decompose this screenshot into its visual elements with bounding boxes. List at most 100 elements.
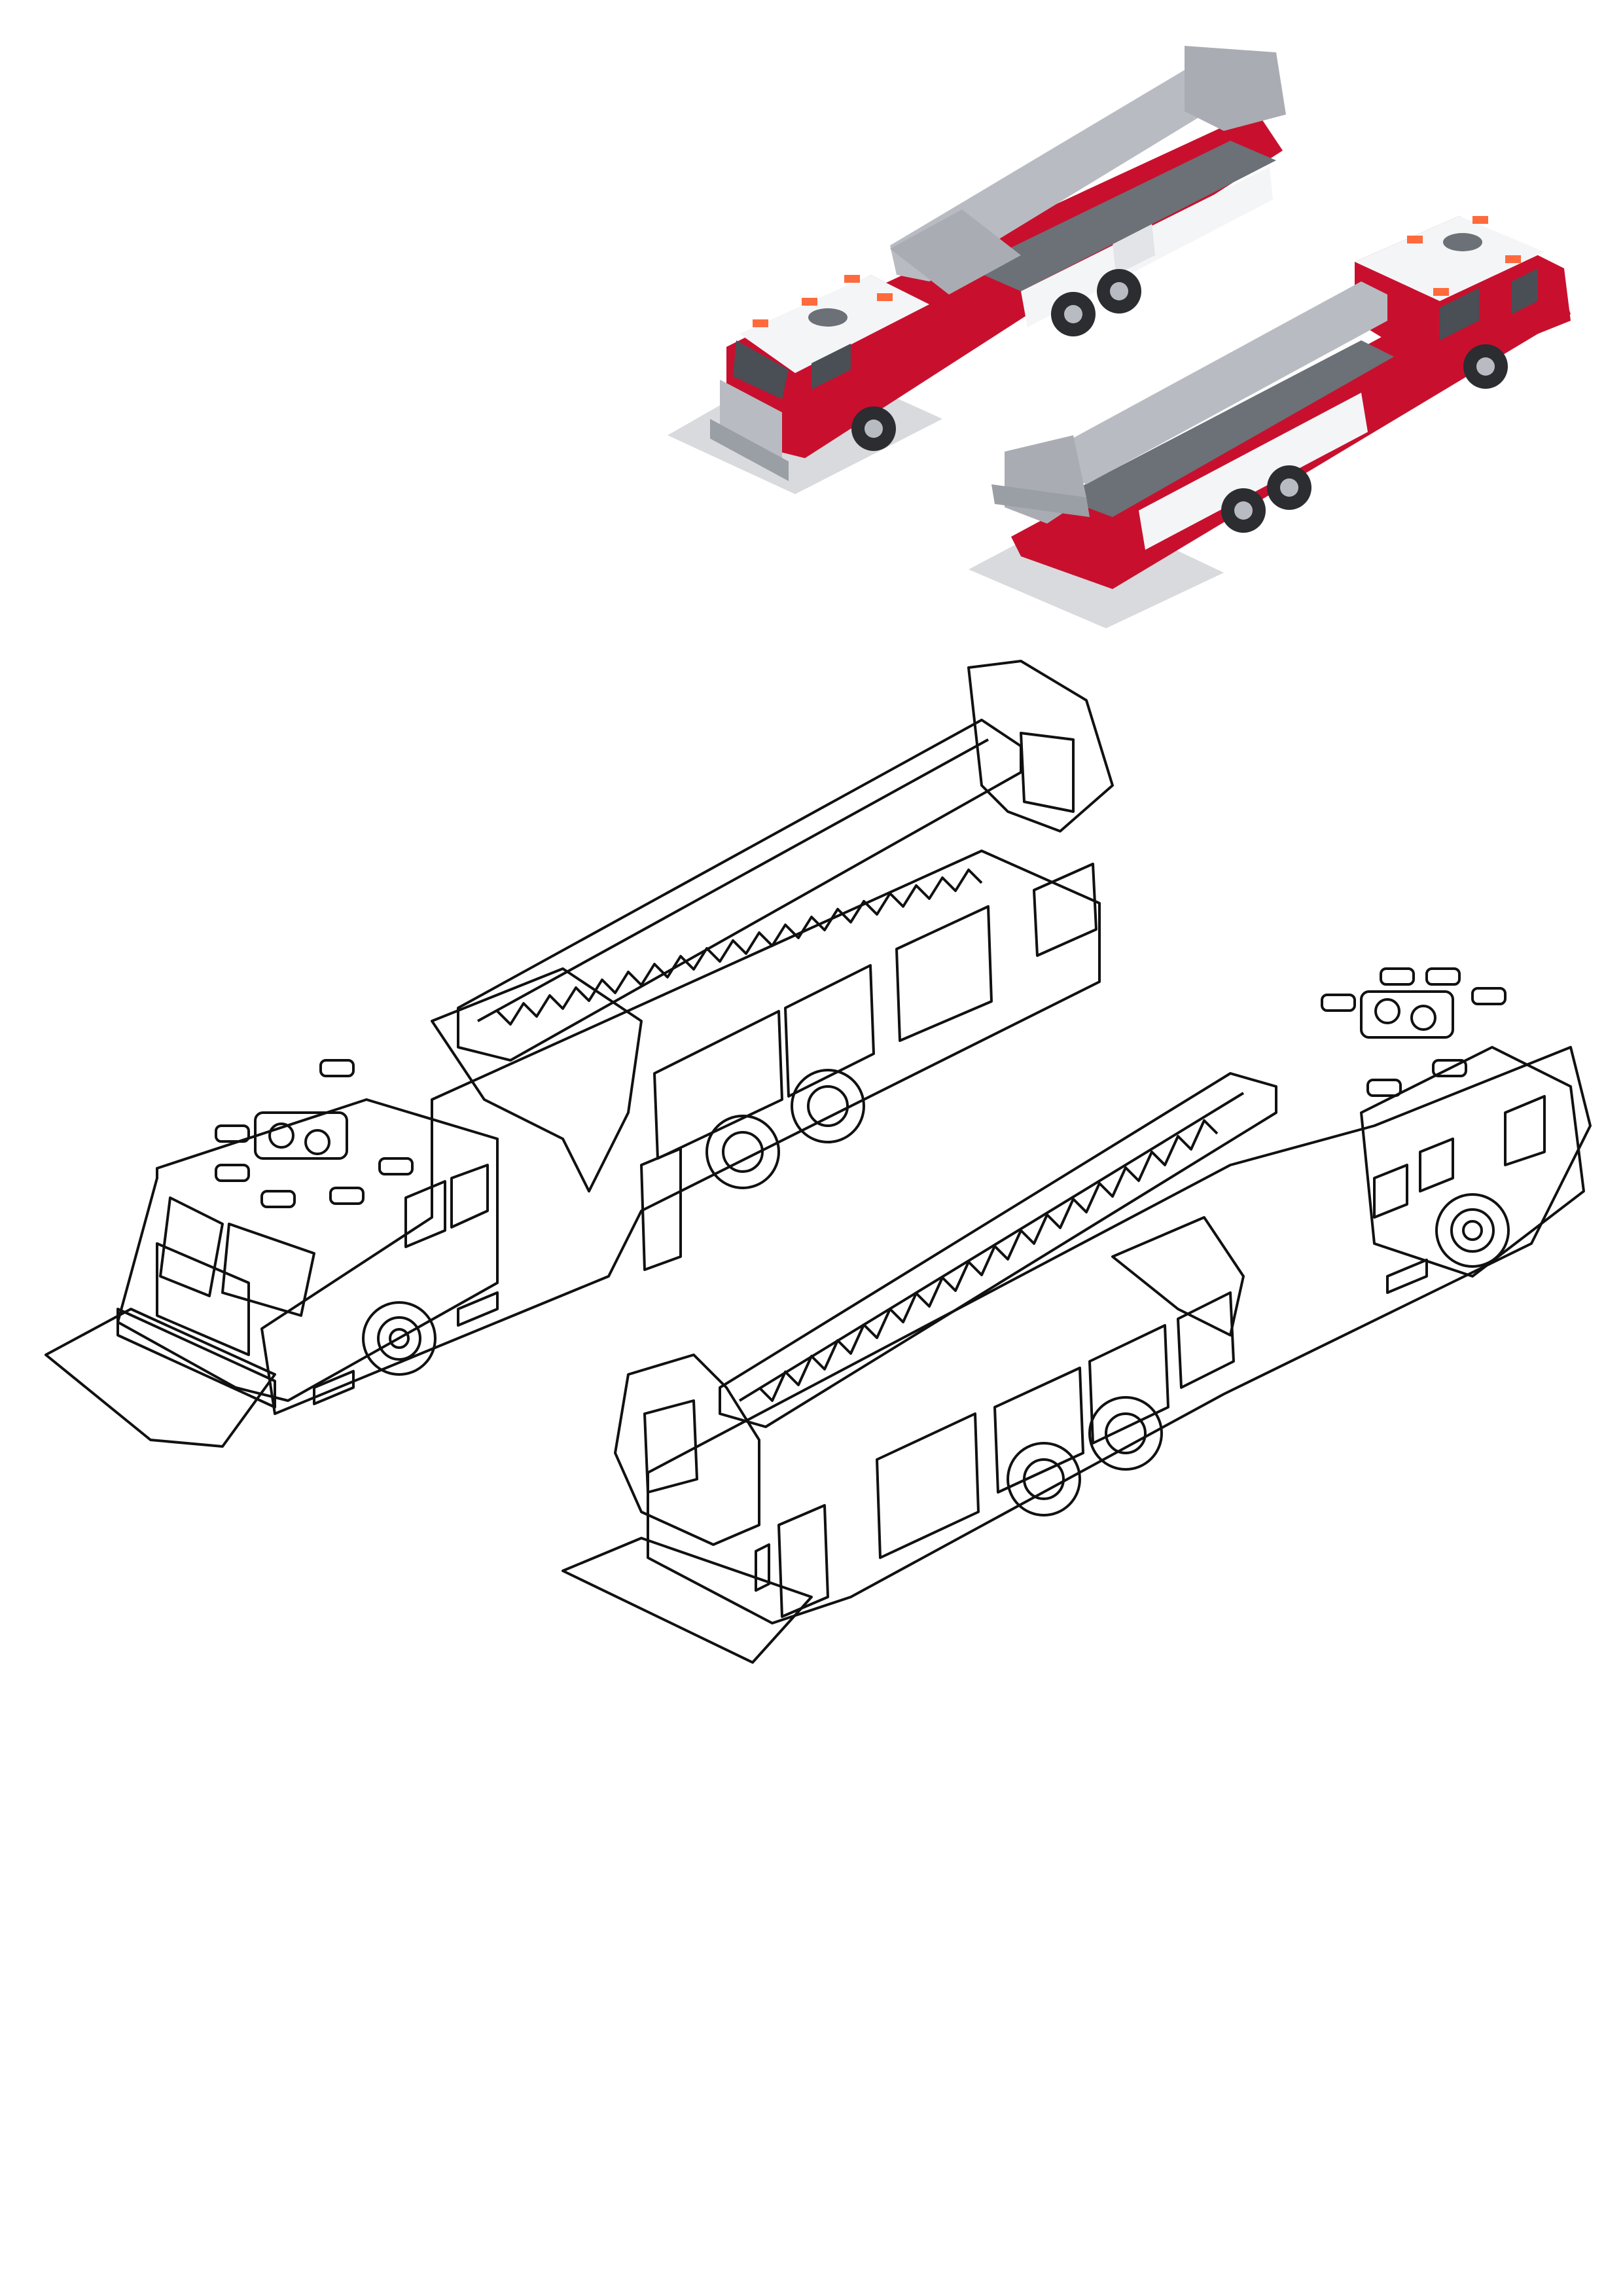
- roof-light-5: [1366, 1079, 1402, 1097]
- compartment-panels: [1139, 393, 1368, 550]
- body-top: [1060, 340, 1394, 517]
- body-top: [969, 141, 1276, 291]
- ladder-basket: [967, 660, 1114, 833]
- wheel-rear-1: [705, 1115, 780, 1189]
- cab-upper: [1355, 216, 1544, 301]
- bumper-outline: [116, 1308, 276, 1408]
- cab-window-2: [1419, 1138, 1454, 1193]
- step-2: [313, 1370, 355, 1405]
- wheel-rear-2-inner: [807, 1085, 849, 1127]
- body-outline: [647, 1046, 1592, 1624]
- compartment-2: [993, 1367, 1084, 1494]
- wheel-rear-1-hub: [1064, 305, 1082, 323]
- compartment-4: [1033, 863, 1097, 957]
- turntable-outline: [431, 967, 643, 1193]
- cab-windows-2: [1512, 268, 1538, 314]
- roof-light-6: [329, 1187, 365, 1205]
- grille-outline: [156, 1242, 250, 1356]
- roof-light-2: [319, 1059, 355, 1077]
- turntable: [890, 209, 1021, 295]
- outline-ladder-truck-cab-left: [45, 660, 1114, 1448]
- wheel-front-hub: [1462, 1220, 1483, 1241]
- bumper: [710, 419, 789, 481]
- outline-ladder-truck-cab-right: [562, 967, 1592, 1664]
- roof-light-1: [1321, 994, 1356, 1012]
- roof-light-4: [1505, 255, 1521, 263]
- compartment-5: [777, 1504, 829, 1618]
- basket-inner: [643, 1399, 698, 1494]
- wheel-front-inner: [1450, 1208, 1495, 1253]
- cab-windshield-2: [221, 1223, 315, 1317]
- cab-window-3: [1504, 1095, 1546, 1166]
- wheel-rear-2: [791, 1069, 865, 1143]
- cab-windshield: [159, 1196, 224, 1297]
- colored-ladder-truck-cab-left: [668, 46, 1286, 494]
- compartment-1: [653, 1010, 783, 1160]
- ladder-basket: [1185, 46, 1286, 131]
- beacon-lens-2: [304, 1129, 330, 1155]
- roof-light-1: [753, 319, 768, 327]
- roof-beacon: [1443, 233, 1482, 251]
- wheel-front: [1435, 1193, 1510, 1268]
- compartment-4: [1177, 1291, 1235, 1389]
- wheel-rear-2-hub: [1110, 282, 1128, 300]
- wheel-rear-1-hub: [1234, 501, 1253, 520]
- cab-window-2: [450, 1164, 489, 1229]
- roof-light-4: [1471, 987, 1507, 1005]
- wheel-front-hub: [865, 420, 883, 438]
- cab-window-1: [404, 1180, 446, 1248]
- roof-light-2: [844, 275, 860, 283]
- roof-light-6: [1432, 1059, 1467, 1077]
- wheel-front: [362, 1301, 437, 1376]
- turntable-outline: [1111, 1216, 1245, 1336]
- rear-platform: [991, 484, 1090, 517]
- roof-beacon: [254, 1111, 348, 1160]
- step-1: [457, 1291, 499, 1327]
- compartment-5: [640, 1147, 682, 1271]
- beacon-lens-2: [1410, 1005, 1436, 1031]
- roof-light-2: [1380, 967, 1415, 986]
- grille: [720, 380, 782, 458]
- roof-beacon: [808, 308, 847, 327]
- roof-light-3: [802, 298, 817, 306]
- roof-light-5: [260, 1190, 296, 1208]
- ladder-outline: [457, 719, 1022, 1062]
- compartment-2: [784, 964, 875, 1098]
- compartment-panels-2: [1113, 223, 1155, 275]
- basket-inner: [1020, 732, 1075, 813]
- wheel-front-hub: [389, 1328, 410, 1349]
- wheel-rear-1: [1007, 1442, 1081, 1516]
- beacon-lens-1: [268, 1122, 294, 1149]
- wheel-rear-1-inner: [1023, 1458, 1065, 1500]
- step-1: [1386, 1259, 1428, 1294]
- compartment-3: [1088, 1324, 1169, 1444]
- cab-windows: [1440, 288, 1479, 340]
- wheel-rear-2-inner: [1105, 1412, 1147, 1454]
- wheel-front-inner: [377, 1316, 421, 1361]
- roof-light-4: [877, 293, 893, 301]
- beacon-lens-1: [1374, 998, 1400, 1024]
- roof-light-3: [1433, 288, 1449, 296]
- cab-outline: [116, 1098, 499, 1402]
- compartment-1: [876, 1412, 980, 1559]
- cab-outline: [1360, 1046, 1585, 1278]
- roof-light-4: [378, 1157, 414, 1175]
- roof-light-1: [1407, 236, 1423, 243]
- cab-windshield: [733, 340, 789, 399]
- cab-window-1: [1373, 1164, 1408, 1219]
- roof-light-1: [215, 1124, 250, 1143]
- rear-light: [755, 1543, 770, 1592]
- roof-beacon: [1360, 990, 1454, 1039]
- ladder-rungs: [758, 1119, 1219, 1402]
- wheel-rear-2-hub: [1280, 478, 1298, 497]
- cab-windows: [812, 344, 851, 389]
- compartment-3: [895, 905, 993, 1042]
- wheel-front-hub: [1476, 357, 1495, 376]
- wheel-rear-1-inner: [722, 1131, 764, 1173]
- roof-light-2: [1472, 216, 1488, 224]
- roof-light-3: [215, 1164, 250, 1182]
- colored-ladder-truck-cab-right: [969, 216, 1571, 628]
- ladder-rungs: [496, 869, 983, 1026]
- wheel-rear-2: [1088, 1396, 1163, 1471]
